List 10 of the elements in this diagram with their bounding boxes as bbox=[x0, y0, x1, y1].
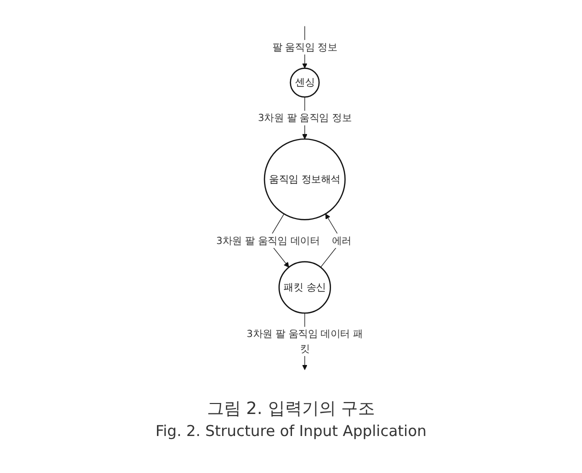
node-circle: 움직임 정보해석 bbox=[264, 138, 346, 220]
node-circle: 패킷 송신 bbox=[278, 260, 332, 314]
caption-text: Fig. 2. Structure of Input Application bbox=[154, 422, 428, 440]
edge-label: 3차원 팔 움직임 데이터 bbox=[216, 234, 320, 246]
edge-label: 에러 bbox=[332, 234, 352, 246]
node-circle: 센싱 bbox=[290, 67, 320, 98]
figure-caption: 그림 2. 입력기의 구조 bbox=[206, 398, 376, 420]
edge-label: 3차원 팔 움직임 데이터 패킷 bbox=[246, 328, 363, 354]
edge-label: 3차원 팔 움직임 정보 bbox=[258, 111, 352, 124]
edge-label: 팔 움직임 정보 bbox=[272, 40, 338, 52]
